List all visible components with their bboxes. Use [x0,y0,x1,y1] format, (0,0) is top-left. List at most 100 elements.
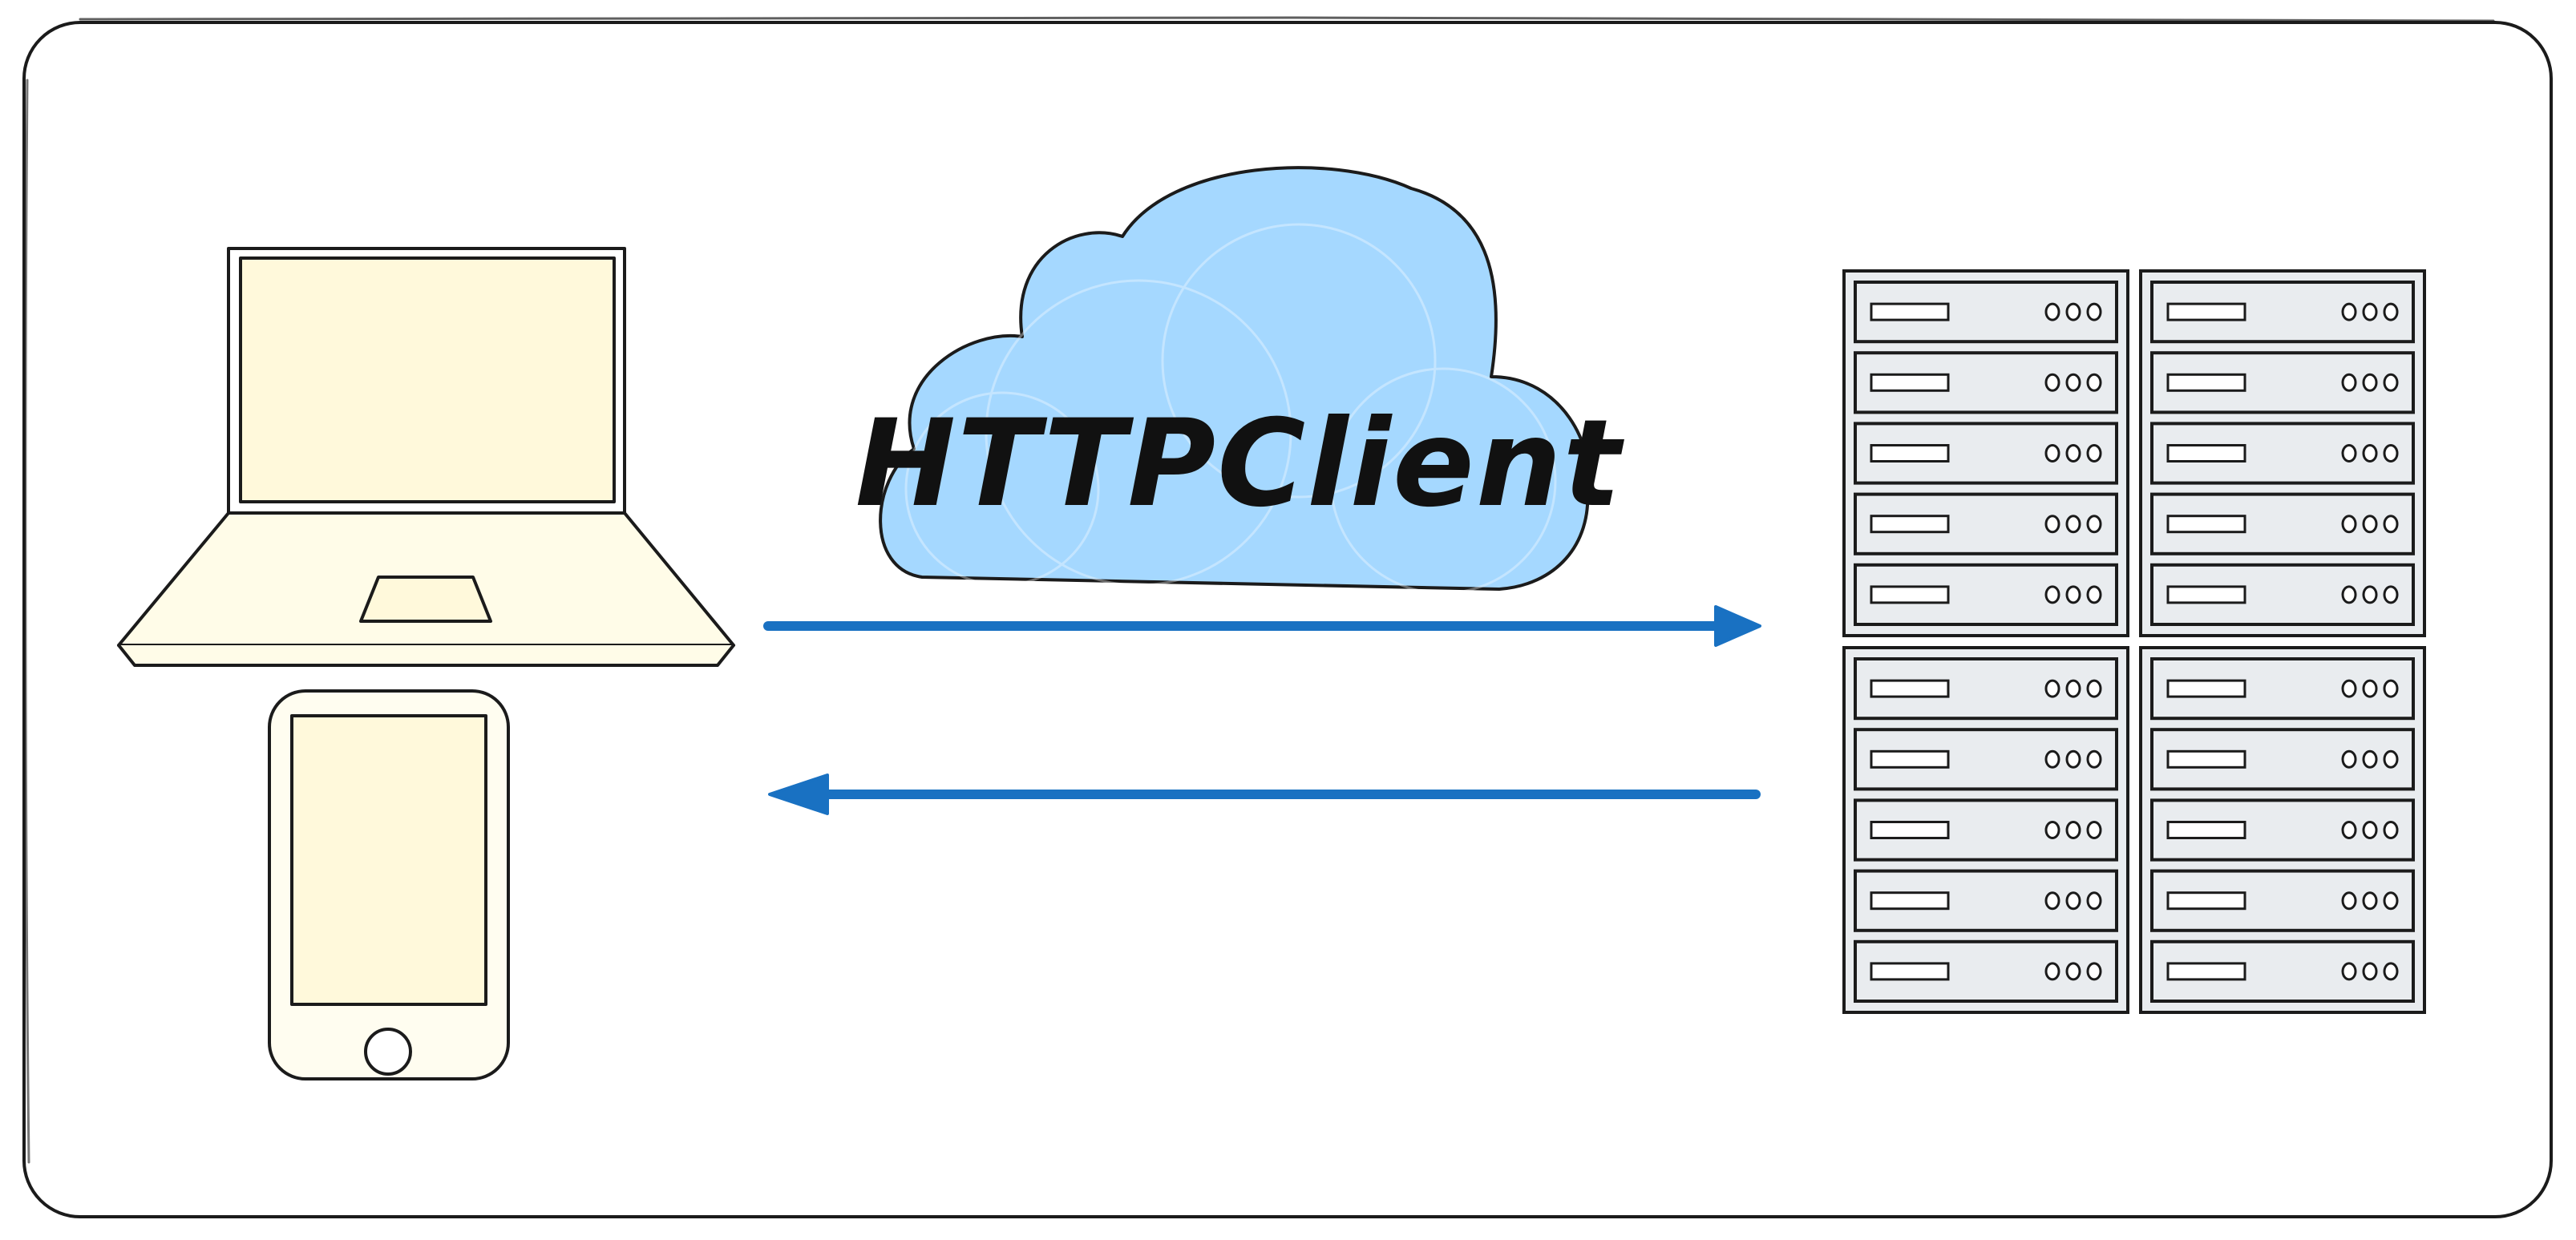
server-slot [2166,444,2246,462]
server-led [2362,962,2378,981]
server-led [2341,962,2357,981]
server-led [2044,679,2060,698]
server-slot [1870,891,1950,911]
server-led [2383,302,2399,321]
server-unit [2150,492,2415,555]
server-slot [1870,302,1950,321]
outer-frame [22,16,2553,1218]
server-slot [2166,749,2246,769]
server-unit [2150,422,2415,485]
server-led [2383,962,2399,981]
server-led [2065,679,2081,698]
laptop-screen [239,256,616,503]
server-slot [2166,821,2246,839]
server-led [2341,302,2357,321]
server-led [2044,515,2060,534]
server-led [2362,444,2378,462]
server-led [2341,585,2357,604]
server-led [2383,373,2399,392]
server-unit [2150,281,2415,344]
server-unit [1854,798,2118,862]
server-unit [2150,939,2415,1004]
server-slot [2166,962,2246,981]
server-unit [2150,798,2415,862]
response-arrow [768,773,1761,815]
server-slot [1870,444,1950,462]
server-led [2341,749,2357,769]
server-slot [2166,585,2246,604]
server-slot [1870,962,1950,981]
server-led [2086,302,2102,321]
phone-home-button [364,1028,412,1076]
server-led [2086,373,2102,392]
server-led [2044,444,2060,462]
laptop-base-front [117,644,735,667]
server-slot [2166,679,2246,698]
server-led [2362,302,2378,321]
server-led [2065,821,2081,839]
laptop-touchpad [359,576,492,623]
server-cabinet [2139,269,2426,637]
server-led [2362,749,2378,769]
server-led [2362,585,2378,604]
server-led [2383,891,2399,911]
server-led [2065,373,2081,392]
server-led [2086,444,2102,462]
server-led [2383,444,2399,462]
server-slot [2166,891,2246,911]
server-unit [2150,728,2415,791]
server-led [2362,821,2378,839]
server-unit [1854,492,2118,555]
server-led [2065,444,2081,462]
server-unit [2150,563,2415,626]
server-unit [1854,351,2118,414]
cloud-shape [879,166,1591,591]
server-led [2086,891,2102,911]
cloud-label: HTTPClient [855,394,1625,534]
server-slot [2166,373,2246,392]
server-cabinet [1842,646,2129,1014]
server-led [2086,585,2102,604]
server-led [2341,373,2357,392]
server-led [2044,302,2060,321]
server-led [2341,891,2357,911]
server-slot [1870,585,1950,604]
server-led [2065,302,2081,321]
server-led [2044,821,2060,839]
server-slot [2166,302,2246,321]
server-unit [1854,939,2118,1004]
server-led [2065,585,2081,604]
server-unit [1854,563,2118,626]
server-led [2086,749,2102,769]
server-slot [1870,679,1950,698]
server-led [2341,679,2357,698]
server-led [2044,891,2060,911]
server-led [2362,679,2378,698]
server-led [2383,749,2399,769]
server-led [2341,515,2357,534]
server-slot [1870,821,1950,839]
server-led [2044,962,2060,981]
server-led [2362,891,2378,911]
cloud-icon: HTTPClient [855,166,1625,595]
server-led [2341,444,2357,462]
server-slot [1870,515,1950,534]
server-led [2044,749,2060,769]
server-led [2044,373,2060,392]
server-led [2065,515,2081,534]
server-led [2065,962,2081,981]
server-unit [1854,869,2118,932]
server-cabinet [2139,646,2426,1014]
server-led [2383,585,2399,604]
smartphone-icon [268,689,510,1080]
server-led [2065,891,2081,911]
server-unit [1854,422,2118,485]
laptop-icon [117,247,735,667]
server-led [2086,962,2102,981]
server-led [2086,821,2102,839]
server-unit [1854,728,2118,791]
server-unit [2150,351,2415,414]
server-led [2044,585,2060,604]
server-unit [1854,281,2118,344]
server-unit [2150,869,2415,932]
